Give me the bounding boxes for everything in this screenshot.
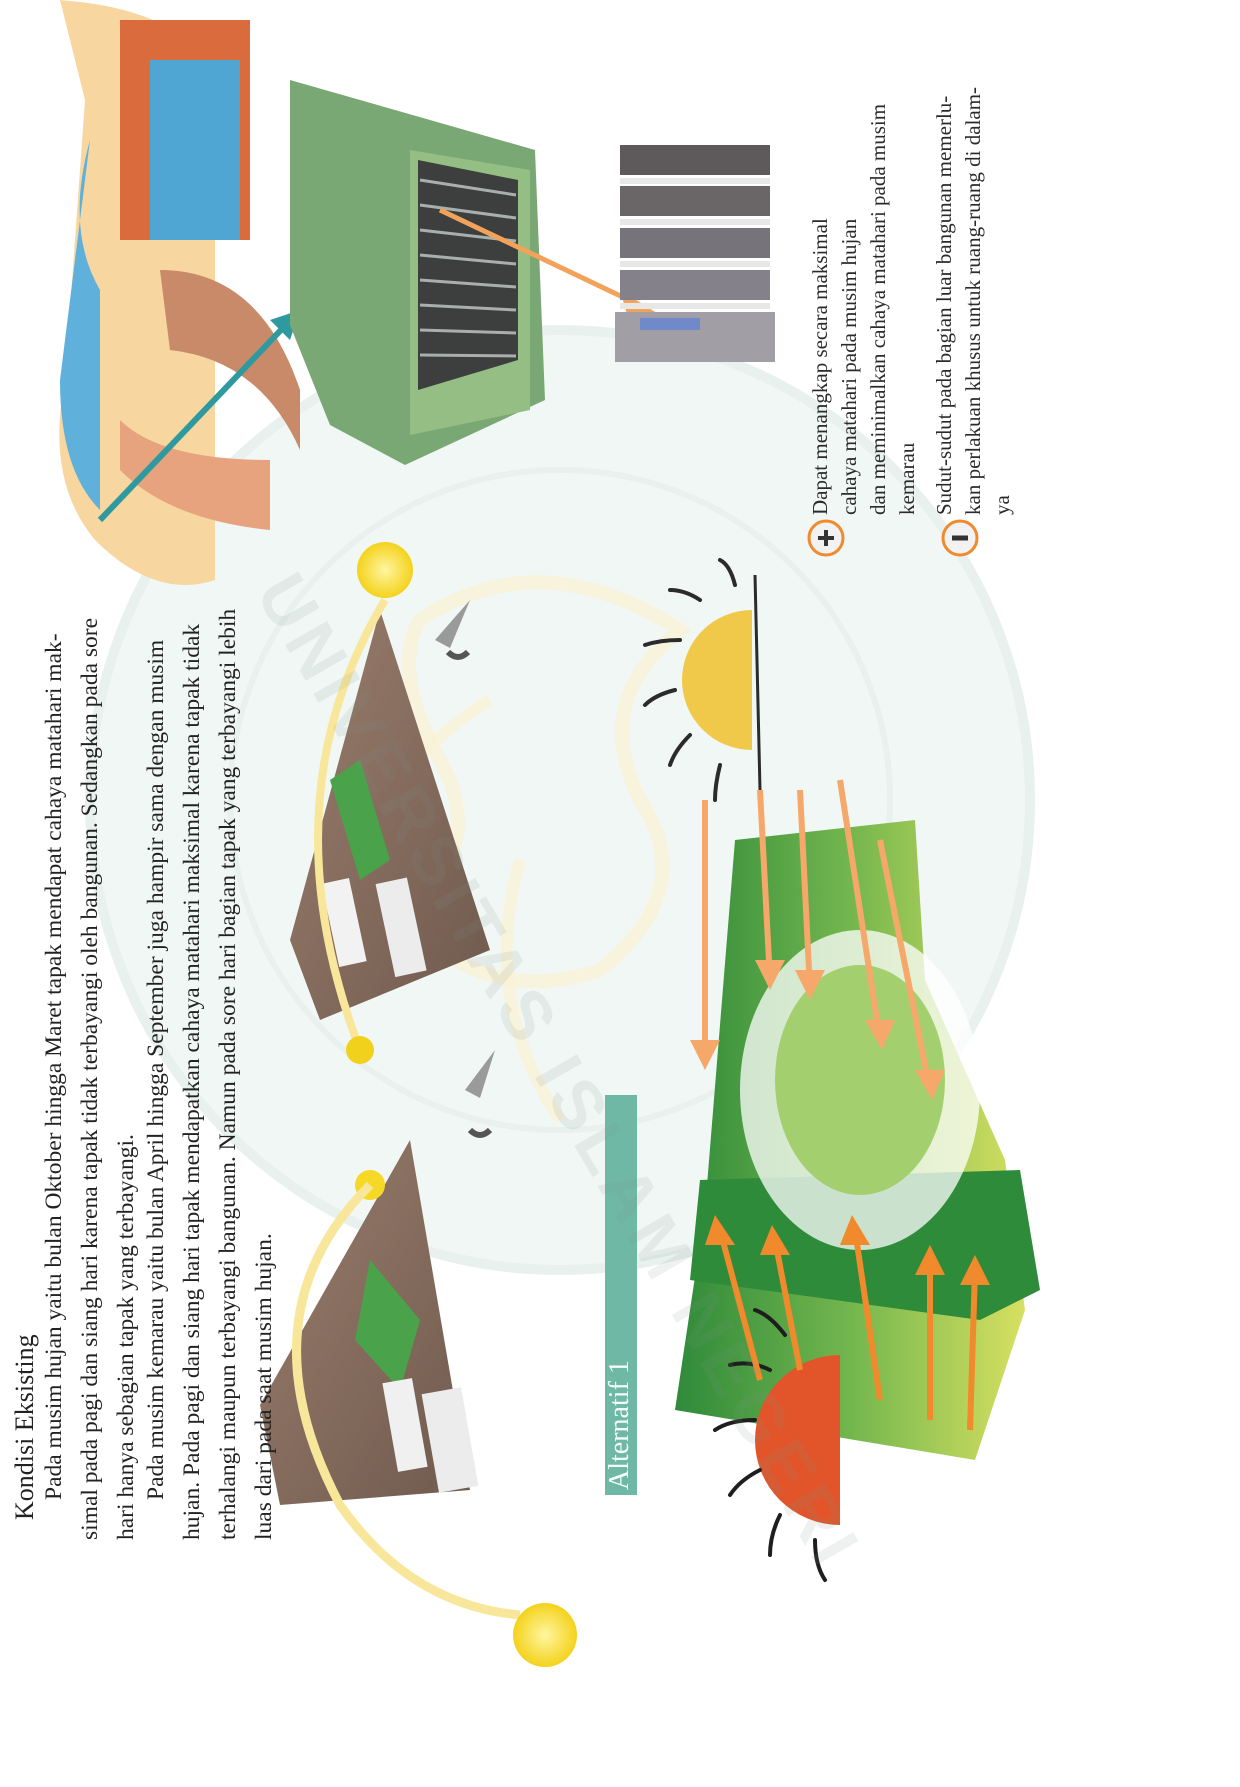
legend-plus-text: Dapat menangkap secara maksimal cahaya m… xyxy=(806,104,922,515)
legend-minus-line-1: Sudut-sudut pada bagian luar bangunan me… xyxy=(930,87,959,515)
paragraph-2-line-2: hujan. Pada pagi dan siang hari tapak me… xyxy=(174,609,210,1540)
legend-plus-line-1: Dapat menangkap secara maksimal xyxy=(806,104,835,515)
legend-plus-line-3: dan meminimalkan cahaya matahari pada mu… xyxy=(864,104,893,515)
paragraph-2-line-1: Pada musim kemarau yaitu bulan April hin… xyxy=(138,609,174,1540)
floor-plates xyxy=(615,145,775,362)
plus-icon xyxy=(809,521,843,555)
minus-icon xyxy=(943,521,977,555)
paragraph-2: Pada musim kemarau yaitu bulan April hin… xyxy=(138,609,282,1540)
legend-plus-line-4: kemarau xyxy=(893,104,922,515)
legend-minus-line-2: kan perlakuan khusus untuk ruang-ruang d… xyxy=(959,87,988,515)
legend-minus-line-3: ya xyxy=(988,87,1017,515)
legend-plus-line-2: cahaya matahari pada musim hujan xyxy=(835,104,864,515)
paragraph-1-line-2: simal pada pagi dan siang hari karena ta… xyxy=(72,618,108,1540)
alternative-label: Alternatif 1 xyxy=(604,1360,636,1490)
paragraph-2-line-3: terhalangi maupun terbayangi bangunan. N… xyxy=(210,609,246,1540)
paragraph-1: Pada musim hujan yaitu bulan Oktober hin… xyxy=(36,618,144,1540)
paragraph-1-line-1: Pada musim hujan yaitu bulan Oktober hin… xyxy=(36,618,72,1540)
building-model-curved xyxy=(59,0,300,585)
legend-minus-text: Sudut-sudut pada bagian luar bangunan me… xyxy=(930,87,1017,515)
paragraph-2-line-4: luas dari pada saat musim hujan. xyxy=(246,609,282,1540)
